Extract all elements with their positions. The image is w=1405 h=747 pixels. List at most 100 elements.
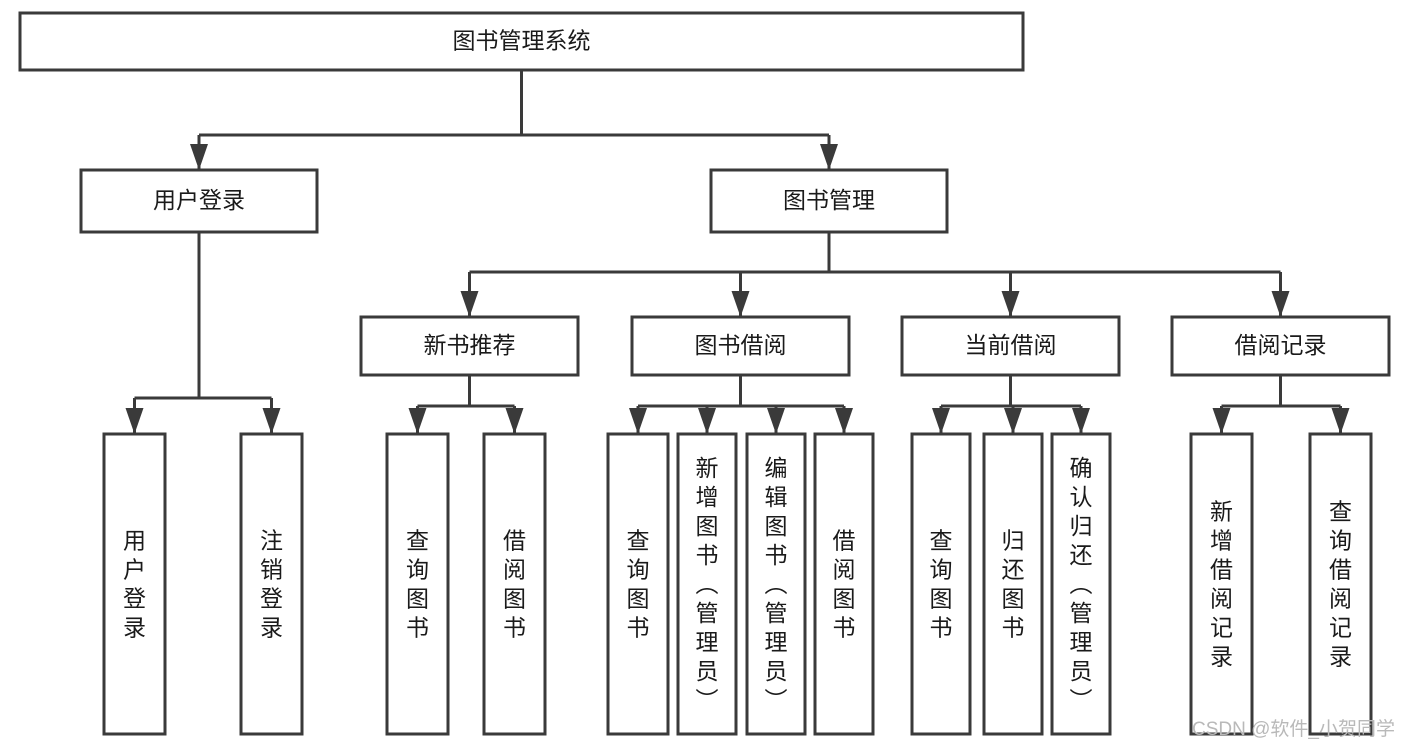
node-label-char: 阅 bbox=[1210, 586, 1233, 612]
node-root-0[interactable]: 图书管理系统 bbox=[18, 11, 1025, 72]
node-label-char: 借 bbox=[833, 528, 856, 554]
node-level3-2[interactable]: 当前借阅 bbox=[900, 315, 1121, 377]
node-leaf-5[interactable]: 新增图书︵管理员︶ bbox=[676, 432, 738, 736]
node-label: 借阅图书 bbox=[503, 528, 526, 641]
node-level3-1[interactable]: 图书借阅 bbox=[630, 315, 851, 377]
node-layer: 图书管理系统用户登录图书管理新书推荐图书借阅当前借阅借阅记录用户登录注销登录查询… bbox=[18, 11, 1391, 736]
connector-arrowhead bbox=[1004, 408, 1022, 434]
node-leaf-10[interactable]: 确认归还︵管理员︶ bbox=[1050, 432, 1112, 736]
node-label: 新书推荐 bbox=[424, 332, 516, 358]
node-box[interactable] bbox=[1189, 432, 1254, 736]
node-label: 当前借阅 bbox=[965, 332, 1057, 358]
connector-arrowhead bbox=[932, 408, 950, 434]
node-label-char: 借 bbox=[1210, 557, 1233, 583]
node-box[interactable] bbox=[102, 432, 167, 736]
node-label-char: 图 bbox=[833, 586, 856, 612]
node-level3-0[interactable]: 新书推荐 bbox=[359, 315, 580, 377]
connector-arrowhead bbox=[1271, 291, 1290, 317]
node-label-char: 询 bbox=[627, 557, 650, 583]
node-label-char: 新 bbox=[1210, 499, 1233, 525]
node-label-char: 图 bbox=[1002, 586, 1025, 612]
node-box[interactable] bbox=[982, 432, 1044, 736]
node-label-char: 认 bbox=[1070, 484, 1093, 510]
node-box[interactable] bbox=[1050, 432, 1112, 736]
node-label: 图书管理 bbox=[783, 187, 875, 213]
node-label-char: 编 bbox=[765, 455, 788, 481]
node-label-char: 书 bbox=[627, 615, 650, 641]
node-box[interactable] bbox=[385, 432, 450, 736]
connector-arrowhead bbox=[820, 144, 838, 170]
node-label-char: 归 bbox=[1002, 528, 1025, 554]
node-label-char: 理 bbox=[765, 629, 788, 655]
connector-arrowhead bbox=[408, 408, 427, 434]
node-box[interactable] bbox=[79, 168, 319, 234]
node-label: 确认归还︵管理员︶ bbox=[1070, 455, 1093, 713]
node-box[interactable] bbox=[18, 11, 1025, 72]
connector-arrowhead bbox=[190, 144, 208, 170]
node-label: 新增借阅记录 bbox=[1210, 499, 1233, 670]
node-label-char: 销 bbox=[260, 557, 283, 583]
node-label-char: 辑 bbox=[765, 484, 788, 510]
node-leaf-3[interactable]: 借阅图书 bbox=[482, 432, 547, 736]
node-box[interactable] bbox=[239, 432, 304, 736]
watermark-label: CSDN @软件_小贺同学 bbox=[1192, 718, 1395, 740]
node-box[interactable] bbox=[910, 432, 972, 736]
node-label-char: 新 bbox=[696, 455, 719, 481]
connector-layer bbox=[125, 70, 1350, 434]
node-leaf-4[interactable]: 查询图书 bbox=[606, 432, 670, 736]
node-label: 查询图书 bbox=[406, 528, 429, 641]
node-label-char: 录 bbox=[1329, 644, 1352, 670]
node-leaf-11[interactable]: 新增借阅记录 bbox=[1189, 432, 1254, 736]
node-leaf-9[interactable]: 归还图书 bbox=[982, 432, 1044, 736]
node-box[interactable] bbox=[606, 432, 670, 736]
node-label-char: 书 bbox=[696, 542, 719, 568]
node-label-char: 借 bbox=[503, 528, 526, 554]
node-label-char: ︵ bbox=[696, 571, 719, 597]
node-box[interactable] bbox=[1308, 432, 1373, 736]
node-leaf-7[interactable]: 借阅图书 bbox=[813, 432, 875, 736]
node-box[interactable] bbox=[813, 432, 875, 736]
node-label: 用户登录 bbox=[123, 528, 146, 641]
node-label-char: 借 bbox=[1329, 557, 1352, 583]
node-leaf-6[interactable]: 编辑图书︵管理员︶ bbox=[745, 432, 807, 736]
node-box[interactable] bbox=[359, 315, 580, 377]
node-label-char: 员 bbox=[1070, 658, 1093, 684]
node-label-char: 管 bbox=[765, 600, 788, 626]
node-label-char: 阅 bbox=[503, 557, 526, 583]
node-label-char: 书 bbox=[930, 615, 953, 641]
node-label: 注销登录 bbox=[260, 528, 283, 641]
node-label-char: 询 bbox=[930, 557, 953, 583]
node-label-char: ︶ bbox=[1070, 687, 1093, 713]
node-box[interactable] bbox=[900, 315, 1121, 377]
node-box[interactable] bbox=[482, 432, 547, 736]
node-label-char: 查 bbox=[930, 528, 953, 554]
node-box[interactable] bbox=[745, 432, 807, 736]
node-box[interactable] bbox=[1170, 315, 1391, 377]
node-box[interactable] bbox=[709, 168, 949, 234]
node-leaf-0[interactable]: 用户登录 bbox=[102, 432, 167, 736]
node-label-char: 还 bbox=[1002, 557, 1025, 583]
node-label-char: 询 bbox=[406, 557, 429, 583]
node-level2-0[interactable]: 用户登录 bbox=[79, 168, 319, 234]
node-leaf-8[interactable]: 查询图书 bbox=[910, 432, 972, 736]
node-label: 图书借阅 bbox=[695, 332, 787, 358]
connector-arrowhead bbox=[1001, 291, 1020, 317]
node-label-char: 还 bbox=[1070, 542, 1093, 568]
node-leaf-2[interactable]: 查询图书 bbox=[385, 432, 450, 736]
node-level3-3[interactable]: 借阅记录 bbox=[1170, 315, 1391, 377]
node-label-char: 户 bbox=[123, 557, 146, 583]
node-leaf-12[interactable]: 查询借阅记录 bbox=[1308, 432, 1373, 736]
node-label-char: 图 bbox=[503, 586, 526, 612]
node-box[interactable] bbox=[630, 315, 851, 377]
node-label-char: 理 bbox=[1070, 629, 1093, 655]
node-level2-1[interactable]: 图书管理 bbox=[709, 168, 949, 234]
node-label-char: 管 bbox=[1070, 600, 1093, 626]
node-box[interactable] bbox=[676, 432, 738, 736]
node-leaf-1[interactable]: 注销登录 bbox=[239, 432, 304, 736]
connector-arrowhead bbox=[460, 291, 479, 317]
connector-arrowhead bbox=[262, 408, 281, 434]
node-label-char: 图 bbox=[406, 586, 429, 612]
node-label-char: 登 bbox=[260, 586, 283, 612]
